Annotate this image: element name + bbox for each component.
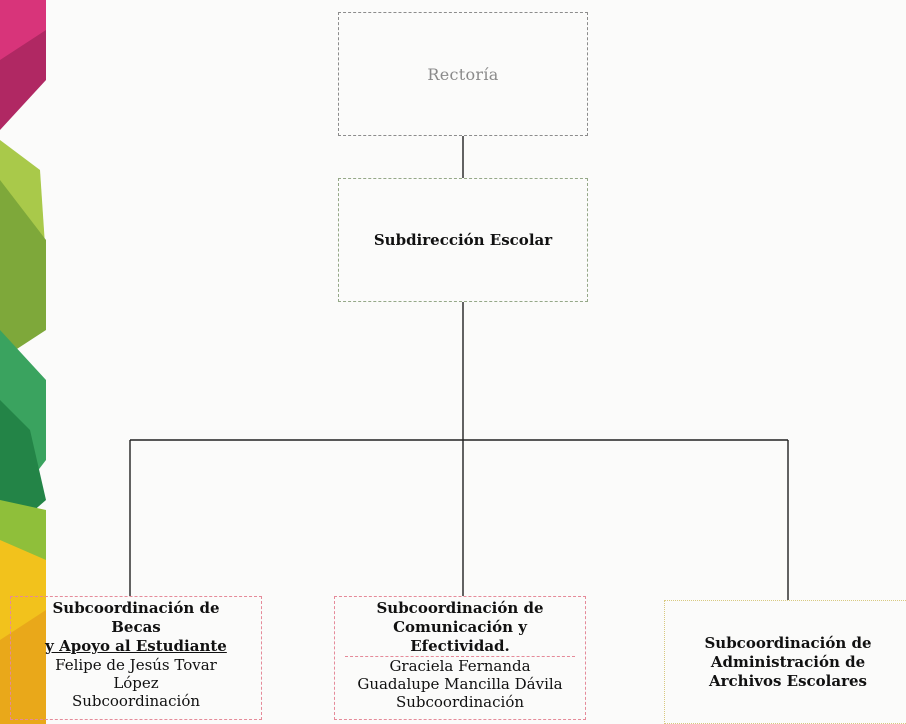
node-comm-divider [345,656,575,657]
node-comm-title-line-1: Subcoordinación de [376,599,544,617]
stripe-orange-shape [0,610,46,724]
node-becas-person-line-2: López [113,674,159,692]
node-comm-title-line-2: Comunicación y [393,618,527,636]
node-comm-person-line-1: Graciela Fernanda [389,657,531,675]
node-subcoordinacion-becas: Subcoordinación de Becas y Apoyo al Estu… [10,596,262,720]
node-becas-role: Subcoordinación [71,692,201,710]
node-becas-person-line-1: Felipe de Jesús Tovar [55,656,217,674]
node-arch-title-line-2: Administración de [710,652,866,671]
node-becas-title-line-1: Subcoordinación de [52,599,220,617]
node-rectoria: Rectoría [338,12,588,136]
stripe-magenta-dark-shape [0,30,46,130]
decorative-left-stripe [0,0,46,724]
node-comm-title-line-3: Efectividad. [410,637,510,655]
stripe-olive-shape [0,180,46,360]
node-rectoria-title: Rectoría [427,64,499,84]
node-arch-title-line-1: Subcoordinación de [704,633,872,652]
node-comm-role: Subcoordinación [395,693,525,711]
node-comm-person-line-2: Guadalupe Mancilla Dávila [357,675,563,693]
node-arch-title-line-3: Archivos Escolares [709,671,867,690]
node-becas-title-line-2: Becas [111,618,161,636]
node-becas-title-line-3: y Apoyo al Estudiante [45,637,227,655]
node-subcoordinacion-archivos: Subcoordinación de Administración de Arc… [664,600,906,724]
node-subdireccion-escolar: Subdirección Escolar [338,178,588,302]
node-subcoordinacion-comunicacion: Subcoordinación de Comunicación y Efecti… [334,596,586,720]
node-subdireccion-title: Subdirección Escolar [373,230,553,249]
